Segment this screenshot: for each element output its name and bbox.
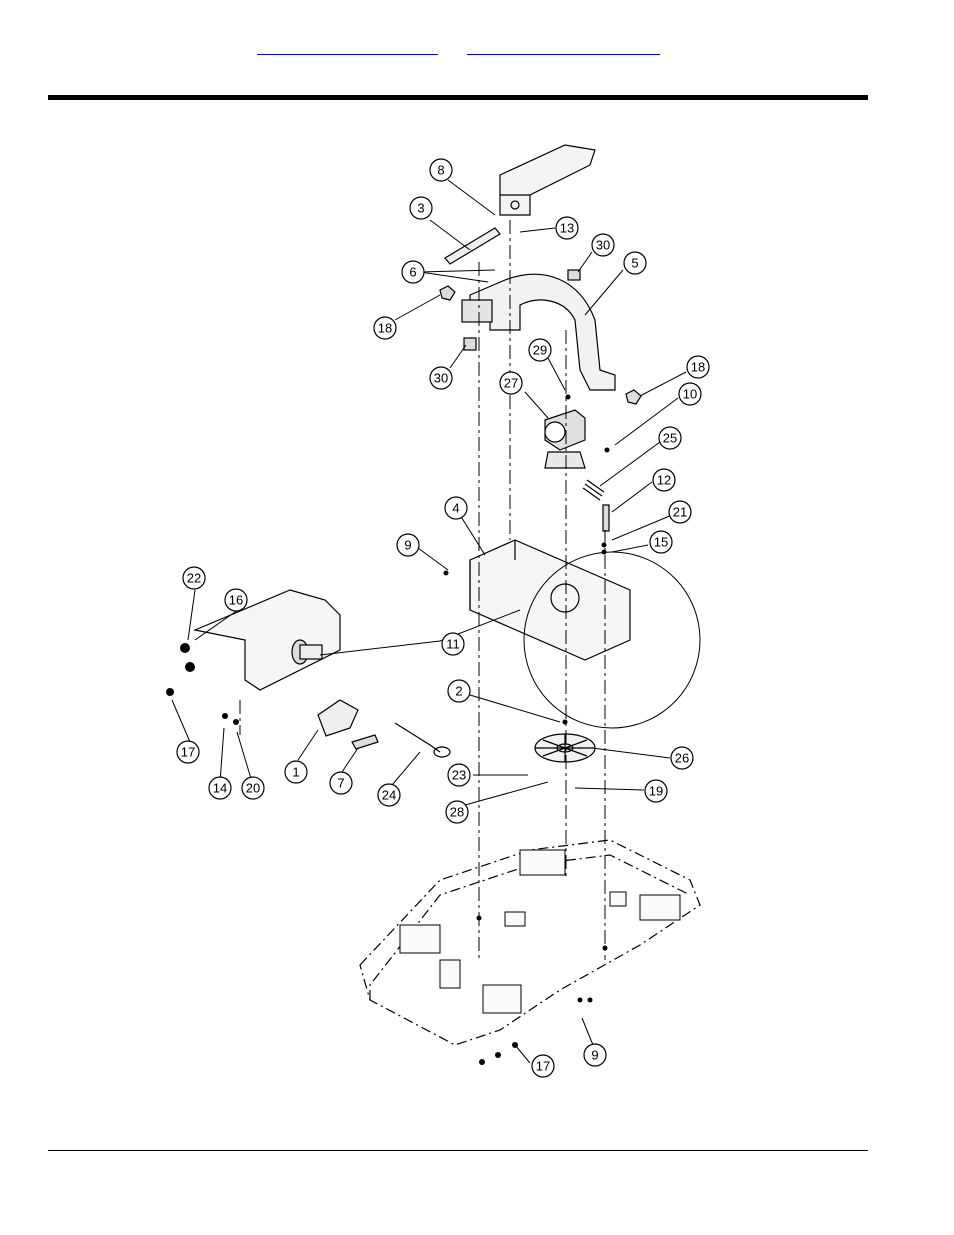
callout-number: 25 [663,431,677,446]
callout-number: 28 [450,805,464,820]
callout-balloon: 23 [448,764,470,786]
callout-number: 21 [673,505,687,520]
callout-number: 4 [452,501,459,516]
callout-number: 2 [455,684,462,699]
callout-balloon: 28 [446,801,468,823]
callout-balloon: 10 [679,383,701,405]
callout-balloon: 5 [624,252,646,274]
callout-number: 19 [649,784,663,799]
callout-balloon: 27 [500,372,522,394]
callout-number: 29 [533,343,547,358]
callout-balloon: 4 [445,497,467,519]
exploded-parts-diagram: 8313306518302927181025122115492216111722… [160,140,720,1080]
header-link-left[interactable] [257,40,438,55]
callout-number: 16 [229,593,243,608]
callout-balloon: 7 [330,772,352,794]
callout-number: 6 [409,265,416,280]
fasteners [166,395,610,1066]
callout-balloon: 9 [397,534,419,556]
callout-balloon: 21 [669,501,691,523]
callout-number: 9 [591,1048,598,1063]
callout-number: 30 [434,371,448,386]
callout-balloon: 29 [529,339,551,361]
callout-number: 9 [404,538,411,553]
part-gearbox [545,410,585,468]
callout-balloon: 3 [410,197,432,219]
callout-number: 24 [382,788,396,803]
callout-number: 11 [446,637,460,652]
callout-balloon: 24 [378,784,400,806]
callout-balloon: 18 [687,356,709,378]
callout-number: 7 [337,776,344,791]
callout-number: 18 [691,360,705,375]
callout-balloon: 22 [183,567,205,589]
callout-number: 22 [187,571,201,586]
callout-number: 1 [292,765,299,780]
callout-balloon: 19 [645,780,667,802]
callout-number: 26 [675,751,689,766]
callout-balloon: 17 [177,741,199,763]
callout-balloon: 26 [671,747,693,769]
footer-rule [48,1150,868,1151]
callout-number: 17 [181,745,195,760]
callout-balloon: 6 [402,261,424,283]
callout-number: 10 [683,387,697,402]
callout-balloon: 18 [374,317,396,339]
callout-number: 12 [657,473,671,488]
callout-balloon: 17 [532,1055,554,1077]
callout-balloon: 20 [242,777,264,799]
callout-number: 3 [417,201,424,216]
callout-number: 30 [596,238,610,253]
part-main-plate [470,540,630,660]
callout-number: 20 [246,781,260,796]
top-mount-bracket [500,145,595,215]
part-arc-arm [462,274,615,390]
callout-number: 8 [437,163,444,178]
callout-balloon: 2 [448,680,470,702]
deck-mounts [400,850,680,1013]
callout-number: 18 [378,321,392,336]
header-link-right[interactable] [467,40,660,55]
callout-balloon: 30 [430,367,452,389]
callout-balloon: 15 [650,531,672,553]
callout-balloon: 8 [430,159,452,181]
callout-balloon: 13 [556,217,578,239]
part-latch-assembly [318,700,450,757]
callout-balloon: 1 [285,761,307,783]
callout-number: 5 [631,256,638,271]
callout-balloon: 12 [653,469,675,491]
callout-balloon: 16 [225,589,247,611]
part-side-bracket [195,590,340,690]
part-spring [583,480,609,531]
callout-number: 23 [452,768,466,783]
callout-balloon: 11 [442,633,464,655]
part-pulley [535,734,595,762]
part-rod [445,228,500,264]
callout-number: 27 [504,376,518,391]
callout-number: 17 [536,1059,550,1074]
callout-number: 14 [213,781,227,796]
callout-balloon: 30 [592,234,614,256]
callout-balloon: 25 [659,427,681,449]
callout-balloon: 9 [584,1044,606,1066]
callout-number: 15 [654,535,668,550]
callout-balloon: 14 [209,777,231,799]
header-rule [48,95,868,100]
callout-number: 13 [560,221,574,236]
